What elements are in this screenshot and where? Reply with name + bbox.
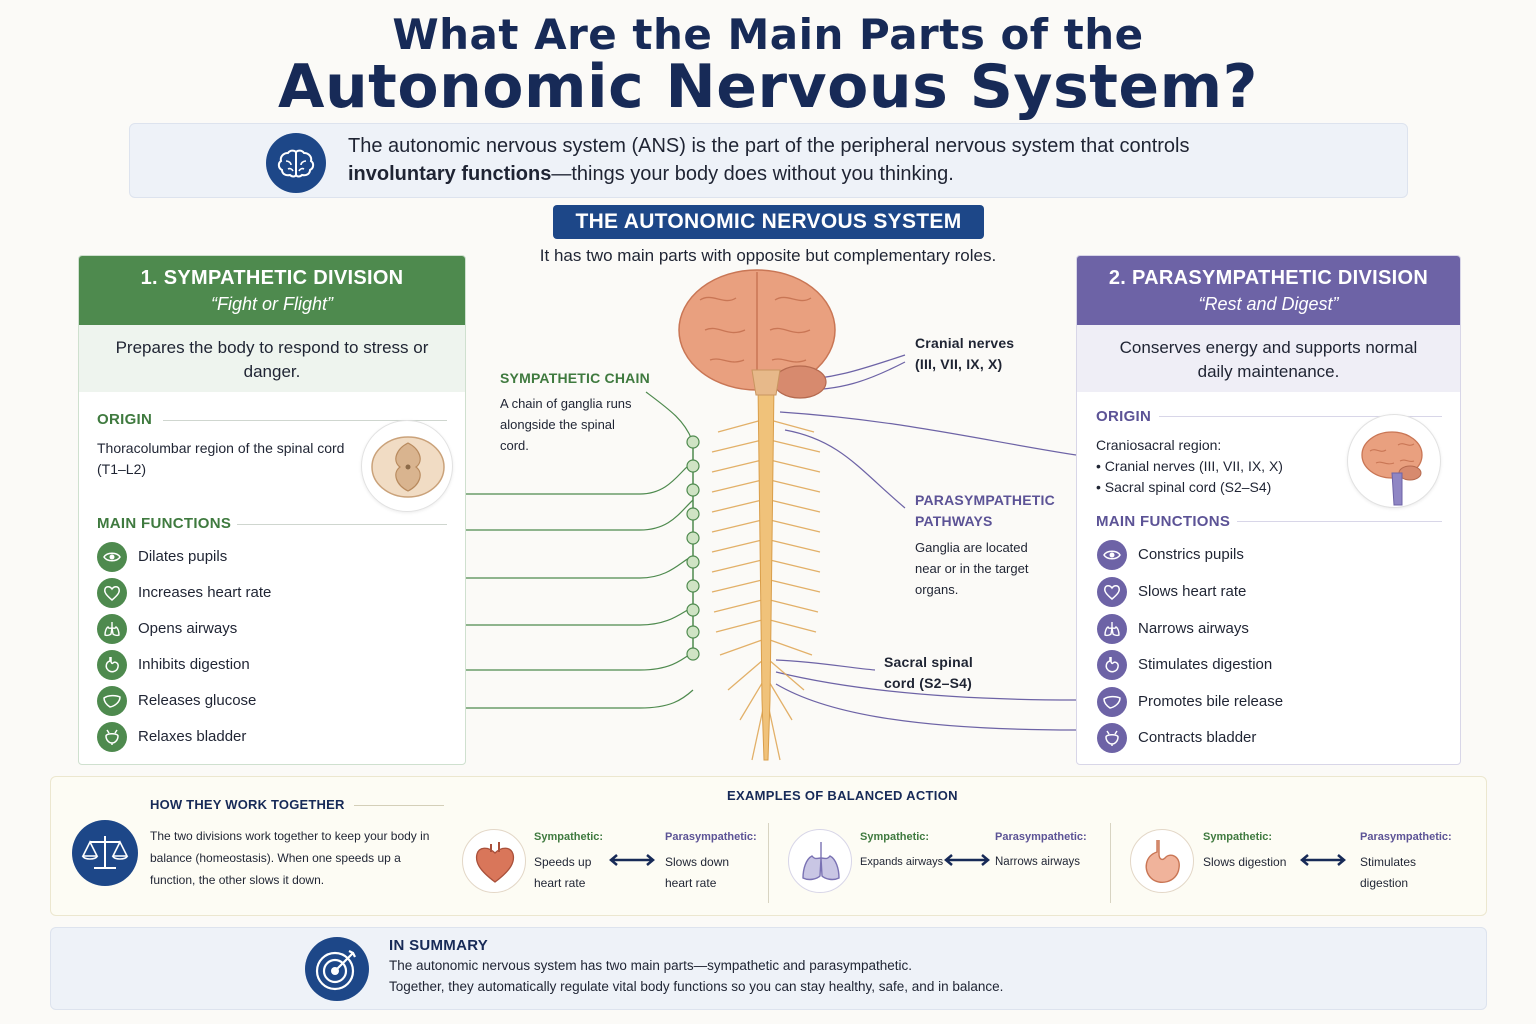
summary-heading: IN SUMMARY (389, 937, 489, 954)
parasympathetic-pathways-title: PARASYMPATHETIC PATHWAYS (915, 492, 1055, 529)
summary-line-2: Together, they automatically regulate vi… (389, 979, 1004, 994)
parasympathetic-tagline: “Rest and Digest” (1198, 294, 1339, 314)
examples-heading: EXAMPLES OF BALANCED ACTION (727, 788, 958, 803)
origin-intro: Craniosacral region: (1096, 437, 1222, 453)
parasympathetic-origin-label: ORIGIN (1096, 408, 1152, 425)
example-parasympathetic-text: Stimulates digestion (1360, 855, 1417, 890)
example-sympathetic-label: Sympathetic: (1203, 831, 1273, 843)
function-label: Opens airways (138, 620, 238, 637)
intro-text: The autonomic nervous system (ANS) is th… (348, 135, 1190, 185)
scale-icon (72, 820, 138, 886)
function-label: Contracts bladder (1138, 729, 1257, 746)
brain-and-brainstem-icon (1347, 414, 1441, 508)
example-parasympathetic-label: Parasympathetic: (995, 831, 1087, 843)
eye-icon (1097, 540, 1127, 570)
example-parasympathetic-label: Parasympathetic: (1360, 831, 1452, 843)
divider (163, 420, 447, 421)
parasympathetic-header: 2. PARASYMPATHETIC DIVISION “Rest and Di… (1077, 256, 1460, 325)
sympathetic-panel: 1. SYMPATHETIC DIVISION “Fight or Flight… (78, 255, 466, 765)
divider (354, 805, 444, 806)
double-arrow-icon (609, 853, 655, 872)
function-label: Releases glucose (138, 692, 257, 709)
lungs-icon (97, 614, 127, 644)
summary-section: IN SUMMARY The autonomic nervous system … (50, 927, 1487, 1010)
example-sympathetic-text: Slows digestion (1203, 855, 1287, 869)
heart-icon (1097, 577, 1127, 607)
double-arrow-icon (1300, 853, 1346, 872)
divider (237, 524, 447, 525)
parasympathetic-origin-text: Craniosacral region: • Cranial nerves (I… (1096, 435, 1346, 498)
divider (768, 823, 769, 903)
function-label: Narrows airways (1138, 620, 1249, 637)
divider (1237, 521, 1442, 522)
page-title-line1: What Are the Main Parts of the (392, 10, 1144, 59)
eye-icon (97, 542, 127, 572)
lungs-icon (788, 829, 852, 893)
cranial-nerves-label: Cranial nerves (III, VII, IX, X) (915, 335, 1015, 372)
example-parasympathetic-label: Parasympathetic: (665, 831, 757, 843)
example-sympathetic-label: Sympathetic: (860, 831, 930, 843)
sympathetic-header: 1. SYMPATHETIC DIVISION “Fight or Flight… (79, 256, 465, 325)
summary-line-1: The autonomic nervous system has two mai… (389, 958, 912, 973)
sympathetic-title: 1. SYMPATHETIC DIVISION (140, 267, 404, 289)
parasympathetic-pathways-text: Ganglia are located near or in the targe… (915, 540, 1029, 597)
sympathetic-origin-text: Thoracolumbar region of the spinal cord … (97, 440, 345, 477)
sacral-spinal-cord-label: Sacral spinal cord (S2–S4) (884, 654, 973, 691)
example-sympathetic-text: Speeds up heart rate (534, 855, 592, 890)
function-label: Inhibits digestion (138, 656, 250, 673)
sympathetic-description: Prepares the body to respond to stress o… (79, 325, 465, 392)
function-label: Slows heart rate (1138, 583, 1247, 600)
page-title-line2: Autonomic Nervous System? (278, 52, 1258, 122)
origin-bullet: • Sacral spinal cord (S2–S4) (1096, 479, 1272, 495)
liver-icon (97, 686, 127, 716)
balance-text: The two divisions work together to keep … (150, 829, 430, 887)
function-label: Relaxes bladder (138, 728, 247, 745)
example-sympathetic-text: Expands airways (860, 856, 944, 868)
lungs-icon (1097, 614, 1127, 644)
divider (1110, 823, 1111, 903)
double-arrow-icon (944, 853, 990, 872)
intro-box: The autonomic nervous system (ANS) is th… (129, 123, 1408, 198)
sympathetic-functions-label: MAIN FUNCTIONS (97, 515, 232, 532)
parasympathetic-functions-label: MAIN FUNCTIONS (1096, 513, 1231, 530)
sympathetic-chain (686, 435, 700, 661)
stomach-icon (97, 650, 127, 680)
sympathetic-origin-label: ORIGIN (97, 411, 153, 428)
balance-heading: HOW THEY WORK TOGETHER (150, 797, 345, 812)
bladder-icon (1097, 723, 1127, 753)
balance-section: HOW THEY WORK TOGETHER The two divisions… (50, 776, 1487, 916)
bladder-icon (97, 722, 127, 752)
example-parasympathetic-text: Narrows airways (995, 856, 1080, 868)
function-label: Constrics pupils (1138, 546, 1244, 563)
example-parasympathetic-text: Slows down heart rate (665, 855, 730, 890)
sympathetic-tagline: “Fight or Flight” (210, 294, 334, 314)
parasympathetic-panel: 2. PARASYMPATHETIC DIVISION “Rest and Di… (1076, 255, 1461, 765)
function-label: Stimulates digestion (1138, 656, 1273, 673)
center-subtitle: It has two main parts with opposite but … (539, 246, 997, 265)
function-label: Dilates pupils (138, 548, 228, 565)
spinal-cord (757, 384, 775, 761)
sympathetic-chain-text: A chain of ganglia runs alongside the sp… (500, 396, 632, 453)
heart-icon (97, 578, 127, 608)
liver-icon (1097, 687, 1127, 717)
function-label: Promotes bile release (1138, 693, 1284, 710)
brain-illustration (678, 269, 836, 399)
example-sympathetic-label: Sympathetic: (534, 831, 604, 843)
sympathetic-chain-title: SYMPATHETIC CHAIN (500, 370, 650, 386)
origin-bullet: • Cranial nerves (III, VII, IX, X) (1096, 458, 1283, 474)
target-icon (305, 937, 369, 1001)
spinal-cord-cross-section-icon (361, 420, 453, 512)
stomach-icon (1097, 650, 1127, 680)
divider (1159, 416, 1442, 417)
brain-icon (266, 133, 326, 193)
center-badge: THE AUTONOMIC NERVOUS SYSTEM (553, 205, 984, 239)
spinal-nerves (711, 419, 821, 761)
stomach-icon (1130, 829, 1194, 893)
parasympathetic-title: 2. PARASYMPATHETIC DIVISION (1108, 267, 1429, 289)
function-label: Increases heart rate (138, 584, 272, 601)
parasympathetic-description: Conserves energy and supports normal dai… (1077, 325, 1460, 392)
heart-icon (462, 829, 526, 893)
